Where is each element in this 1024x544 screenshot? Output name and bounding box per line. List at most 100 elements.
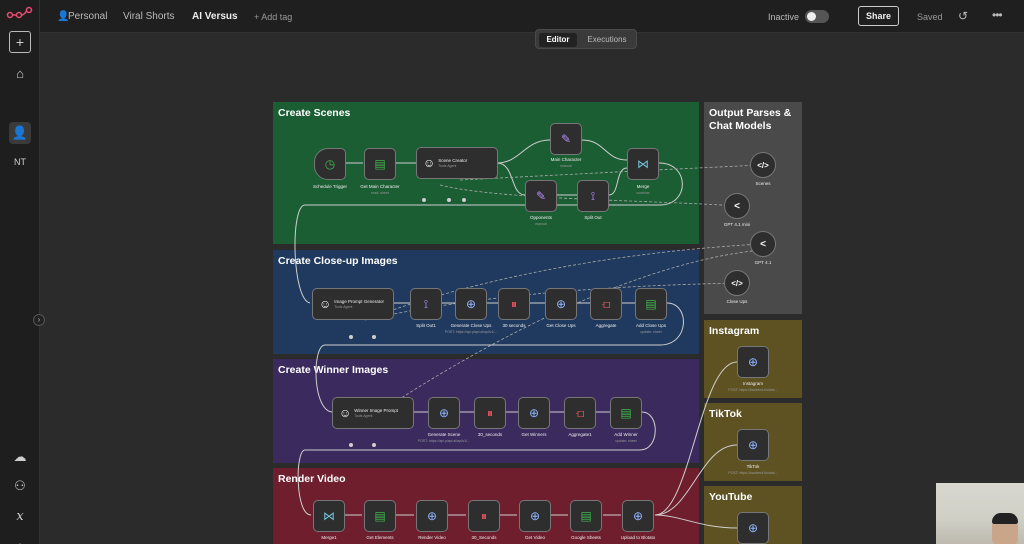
activation-toggle[interactable] xyxy=(805,10,829,23)
node-subtitle: combine xyxy=(636,191,650,195)
group-title: Create Close-up Images xyxy=(278,255,398,267)
node-upload-to-blotato[interactable]: ⊕ xyxy=(622,500,654,532)
add-icon[interactable]: + xyxy=(9,31,31,53)
node-get-main-character[interactable]: ▤ xyxy=(364,148,396,180)
collapse-sidebar-icon[interactable]: › xyxy=(33,314,45,326)
node-30-seconds[interactable]: ⏸ xyxy=(498,288,530,320)
node-subtitle: POST: https://api.piapi.ai/api/v1/... xyxy=(417,439,471,443)
tab-editor[interactable]: Editor xyxy=(539,33,577,47)
globe-icon: ⊕ xyxy=(747,438,759,452)
node-get-winners[interactable]: ⊕ xyxy=(518,397,550,429)
node-label: GPT 4.1 mini xyxy=(723,222,751,227)
node-label: Get Main Character xyxy=(360,184,400,189)
history-icon[interactable]: ↺ xyxy=(958,9,969,23)
split-icon: ⟟ xyxy=(590,189,596,203)
node-get-video[interactable]: ⊕ xyxy=(519,500,551,532)
split-icon: ⟟ xyxy=(423,297,429,311)
node-label: GPT 4.1 xyxy=(754,260,772,265)
node-label: 30_seconds xyxy=(477,432,503,437)
globe-icon: ⊕ xyxy=(465,297,477,311)
aggregate-icon: ⟤ xyxy=(575,406,585,420)
node-label: Google Sheets xyxy=(571,535,601,540)
node-generate-close-ups[interactable]: ⊕ xyxy=(455,288,487,320)
node-subtitle: manual xyxy=(560,164,572,168)
code-icon: </> xyxy=(731,278,743,288)
pencil-icon: ✎ xyxy=(560,132,572,146)
merge-icon: ⋈ xyxy=(323,509,335,523)
node-30-seconds-render[interactable]: ⏸ xyxy=(468,500,500,532)
user-icon[interactable]: 👤 xyxy=(9,122,31,144)
globe-icon: ⊕ xyxy=(426,509,438,523)
node-get-elements[interactable]: ▤ xyxy=(364,500,396,532)
share-button[interactable]: Share xyxy=(858,6,899,26)
node-label: Instagram xyxy=(742,381,763,386)
node-render-video[interactable]: ⊕ xyxy=(416,500,448,532)
chevron-left-icon: < xyxy=(760,238,766,250)
group-title: Create Scenes xyxy=(278,107,351,119)
node-gpt41[interactable]: < xyxy=(750,231,776,257)
variable-icon[interactable]: 𝑥 xyxy=(16,508,24,524)
node-label: Get Winners xyxy=(521,432,547,437)
tab-executions[interactable]: Executions xyxy=(587,35,627,44)
node-add-winner[interactable]: ▤ xyxy=(610,397,642,429)
n8n-logo[interactable] xyxy=(6,6,34,20)
code-icon: </> xyxy=(757,160,769,170)
more-sidebar-icon[interactable]: · xyxy=(17,535,23,544)
node-instagram[interactable]: ⊕ xyxy=(737,346,769,378)
node-aggregate[interactable]: ⟤ xyxy=(590,288,622,320)
node-label: Render Video xyxy=(418,535,446,540)
group-output-parsers: Output Parses & Chat Models xyxy=(704,102,802,314)
node-label: Merge1 xyxy=(321,535,337,540)
node-google-sheets[interactable]: ▤ xyxy=(570,500,602,532)
home-icon[interactable]: ⌂ xyxy=(16,65,24,81)
workflow-name[interactable]: AI Versus xyxy=(192,11,238,22)
node-tiktok[interactable]: ⊕ xyxy=(737,429,769,461)
node-close-ups-parser[interactable]: </> xyxy=(724,270,750,296)
node-main-character[interactable]: ✎ xyxy=(550,123,582,155)
node-30-seconds-winner[interactable]: ⏸ xyxy=(474,397,506,429)
node-label: Upload to Blotato xyxy=(620,535,656,540)
node-get-close-ups[interactable]: ⊕ xyxy=(545,288,577,320)
node-subtitle: POST: https://backend.blotato... xyxy=(728,388,778,392)
node-subtitle: POST: https://api.piapi.ai/api/v1/... xyxy=(444,330,498,334)
node-label: Split Out1 xyxy=(416,323,436,328)
breadcrumb-project[interactable]: Personal xyxy=(68,11,108,22)
node-label: Generate Close Ups xyxy=(450,323,492,328)
node-generate-scene[interactable]: ⊕ xyxy=(428,397,460,429)
globe-icon: ⊕ xyxy=(747,355,759,369)
node-add-close-ups[interactable]: ▤ xyxy=(635,288,667,320)
breadcrumb-folder[interactable]: Viral Shorts xyxy=(123,11,175,22)
pause-icon: ⏸ xyxy=(510,297,517,311)
left-sidebar: + ⌂ 👤 NT ☁ ⚇ 𝑥 · xyxy=(0,0,40,544)
node-scenes-parser[interactable]: </> xyxy=(750,152,776,178)
group-title: Instagram xyxy=(709,325,760,337)
user-initials[interactable]: NT xyxy=(14,157,26,167)
group-title: Create Winner Images xyxy=(278,364,389,376)
node-merge1[interactable]: ⋈ xyxy=(313,500,345,532)
node-subtitle: update: sheet xyxy=(615,439,637,443)
node-label: Close Ups xyxy=(726,299,748,304)
robot-icon: ☺ xyxy=(339,406,352,420)
cloud-icon[interactable]: ☁ xyxy=(13,449,27,464)
node-label: Image Prompt Generator xyxy=(334,299,385,304)
node-split-out1[interactable]: ⟟ xyxy=(410,288,442,320)
node-gpt41-mini[interactable]: < xyxy=(724,193,750,219)
add-tag-button[interactable]: + Add tag xyxy=(254,12,293,22)
node-schedule-trigger[interactable]: ◷ xyxy=(314,148,346,180)
google-sheets-icon: ▤ xyxy=(645,297,657,311)
node-youtube[interactable]: ⊕ xyxy=(737,512,769,544)
google-sheets-icon: ▤ xyxy=(374,157,386,171)
more-options-icon[interactable]: ••• xyxy=(992,8,1003,22)
google-sheets-icon: ▤ xyxy=(580,509,592,523)
users-icon[interactable]: ⚇ xyxy=(14,478,26,493)
node-subtitle: Tools Agent xyxy=(334,305,353,309)
merge-icon: ⋈ xyxy=(637,157,649,171)
node-split-out[interactable]: ⟟ xyxy=(577,180,609,212)
node-aggregate1[interactable]: ⟤ xyxy=(564,397,596,429)
node-opponents[interactable]: ✎ xyxy=(525,180,557,212)
node-merge[interactable]: ⋈ xyxy=(627,148,659,180)
